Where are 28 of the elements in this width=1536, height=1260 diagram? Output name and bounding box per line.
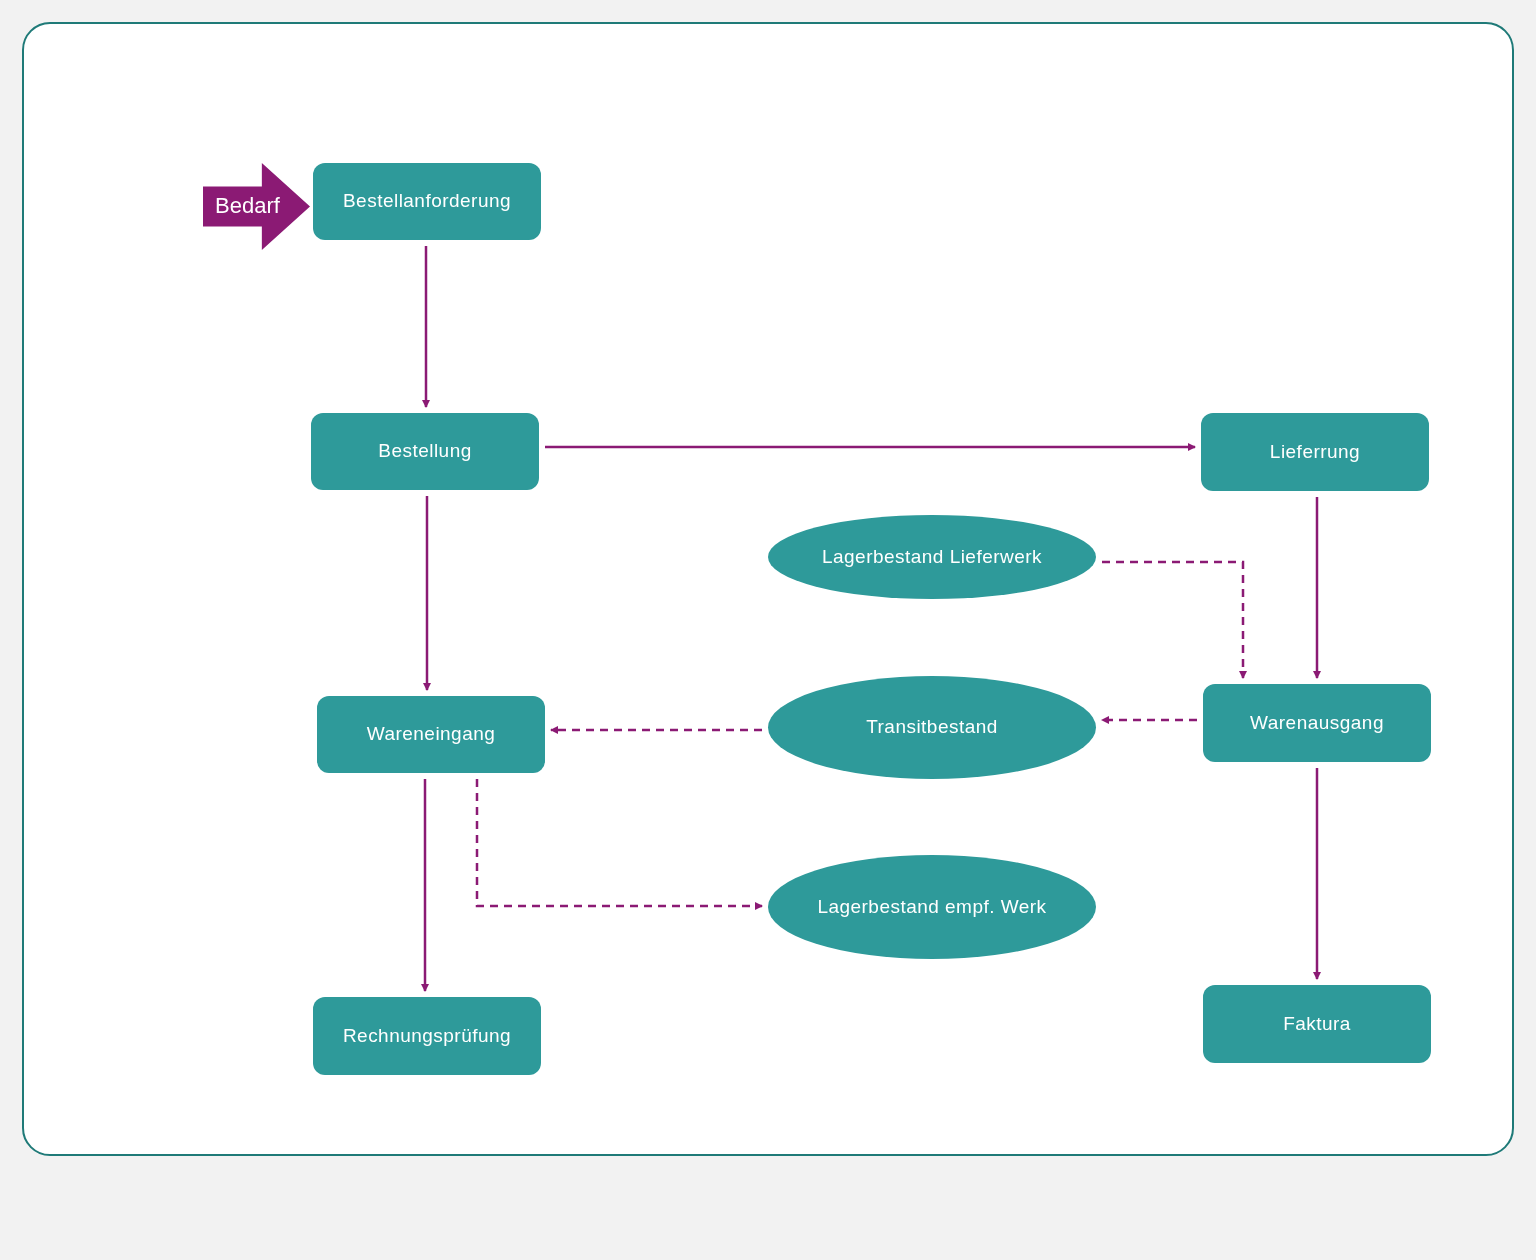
node-label: Faktura: [1283, 1011, 1351, 1036]
dashed-arrow: [1101, 716, 1197, 724]
dashed-arrow: [1102, 560, 1247, 679]
process-box: [317, 696, 545, 773]
arrow: [421, 779, 429, 992]
process-box: [311, 413, 539, 490]
node-label: Lagerbestand Lieferwerk: [821, 544, 1043, 569]
arrow: [1313, 768, 1321, 980]
node-label: Bedarf: [215, 193, 280, 219]
node-label: Bestellanforderung: [342, 189, 511, 214]
arrow: [423, 496, 431, 691]
arrow: [545, 443, 1196, 451]
node-label: Wareneingang: [366, 722, 496, 747]
dashed-arrow: [475, 779, 763, 910]
arrow: [422, 246, 430, 408]
process-box: [1203, 985, 1431, 1063]
node-label: Warenausgang: [1250, 710, 1384, 735]
node-label: Transitbestand: [866, 715, 998, 740]
dashed-arrow: [550, 726, 762, 734]
process-box: [313, 997, 541, 1075]
arrow: [1313, 497, 1321, 679]
node-label: Lagerbestand empf. Werk: [817, 894, 1047, 919]
process-box: [1203, 684, 1431, 762]
node-label: Bestellung: [378, 439, 472, 464]
node-label: Rechnungsprüfung: [342, 1023, 512, 1048]
node-label: Lieferrung: [1269, 439, 1361, 464]
process-box: [1201, 413, 1429, 491]
process-box: [313, 163, 541, 240]
